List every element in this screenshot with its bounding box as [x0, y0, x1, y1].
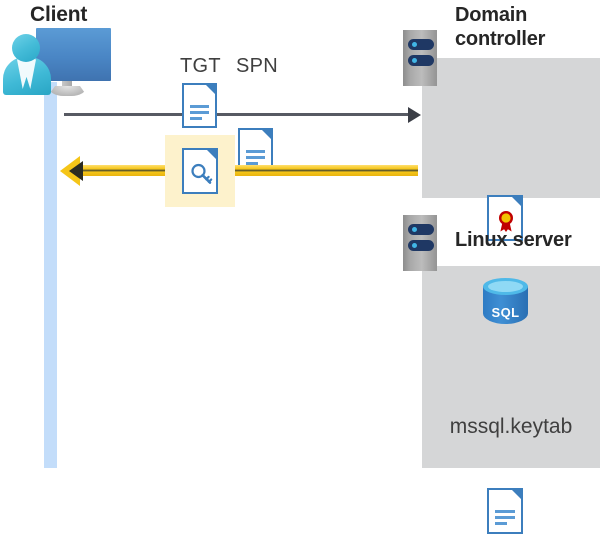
domain-controller-title: Domain controller	[455, 4, 546, 51]
monitor-neck-icon	[62, 81, 72, 90]
keytab-document-icon	[487, 488, 523, 534]
monitor-base-icon	[48, 86, 87, 96]
client-lifeline	[44, 82, 57, 468]
tgt-label: TGT	[180, 55, 221, 77]
service-ticket-highlight	[165, 135, 235, 207]
keytab-filename-label: mssql.keytab	[449, 415, 573, 438]
key-document-icon	[182, 148, 218, 194]
server-bay-icon	[408, 55, 434, 66]
arrow-left-icon-inner	[69, 161, 83, 181]
page-fold-icon	[260, 128, 273, 141]
server-led-icon	[412, 58, 417, 63]
sql-badge-label: SQL	[491, 305, 520, 320]
linux-server-title: Linux server	[455, 229, 572, 251]
document-lines	[246, 149, 265, 168]
sql-database-icon: SQL	[483, 278, 528, 330]
domain-controller-panel	[422, 58, 600, 198]
document-lines	[495, 510, 515, 528]
spn-label: SPN	[236, 55, 279, 77]
client-title: Client	[30, 3, 88, 26]
database-cylinder-top	[483, 278, 528, 295]
certificate-document-icon	[487, 195, 523, 241]
server-bay-icon	[408, 240, 434, 251]
person-collar-icon	[17, 57, 36, 89]
server-bay-icon	[408, 224, 434, 235]
domain-controller-server-icon	[403, 30, 437, 86]
certificate-seal-icon	[499, 211, 513, 232]
server-led-icon	[412, 42, 417, 47]
key-icon	[191, 163, 213, 184]
reply-arrow-line	[76, 165, 418, 176]
server-led-icon	[412, 243, 417, 248]
database-cylinder-top-inner	[488, 281, 523, 292]
page-fold-icon	[204, 83, 217, 96]
server-bay-icon	[408, 39, 434, 50]
server-led-icon	[412, 227, 417, 232]
document-lines	[190, 104, 209, 123]
page-fold-icon	[510, 488, 523, 501]
arrow-right-icon	[408, 107, 421, 123]
linux-server-icon	[403, 215, 437, 271]
request-arrow-line	[64, 113, 416, 116]
person-head-icon	[12, 34, 40, 62]
page-fold-icon	[205, 148, 218, 161]
tgt-document-icon	[182, 83, 217, 128]
client-workstation-icon	[0, 0, 120, 100]
